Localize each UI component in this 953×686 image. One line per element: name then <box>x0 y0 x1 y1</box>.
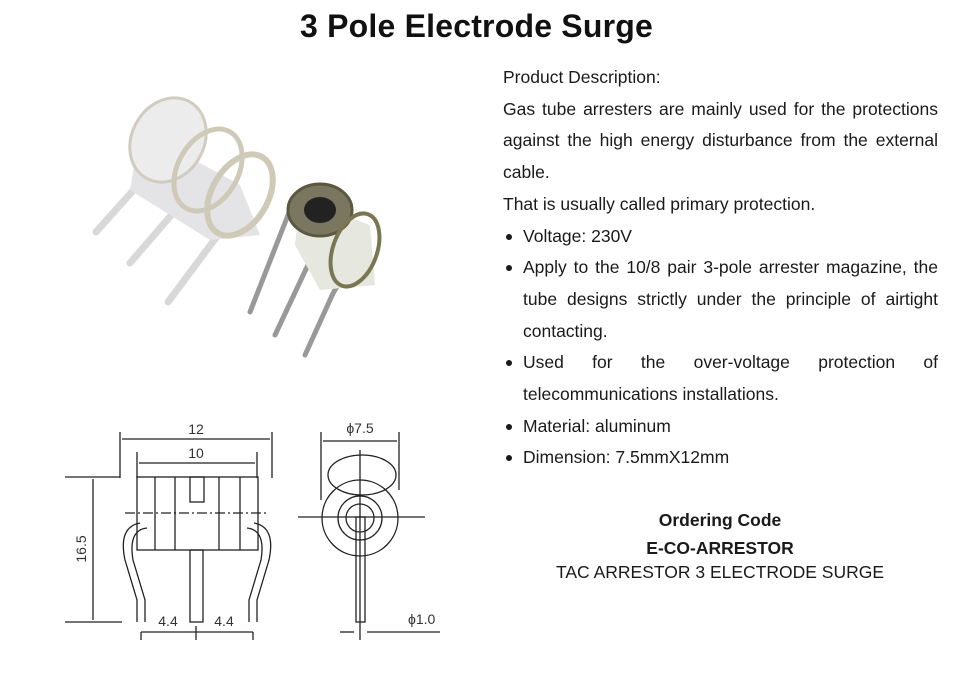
dim-length-total: 12 <box>188 421 204 437</box>
bullet-material: Material: aluminum <box>503 411 938 443</box>
ordering-name: TAC ARRESTOR 3 ELECTRODE SURGE <box>555 562 885 582</box>
arrester-white-photo <box>92 96 276 306</box>
description-heading: Product Description: <box>503 67 661 87</box>
dim-diameter: ϕ7.5 <box>346 420 374 436</box>
dim-pin-diameter: ϕ1.0 <box>408 611 436 627</box>
dim-length-body: 10 <box>188 445 204 461</box>
page-title: 3 Pole Electrode Surge <box>300 8 653 44</box>
description-paragraph: Gas tube arresters are mainly used for t… <box>503 98 938 183</box>
dim-height: 16.5 <box>73 535 89 562</box>
description-paragraph: That is usually called primary protectio… <box>503 193 816 214</box>
product-description: Product Description: Gas tube arresters … <box>503 62 938 474</box>
bullet-usage: Used for the over-voltage protection of … <box>503 347 938 410</box>
bullet-dimension: Dimension: 7.5mmX12mm <box>503 442 938 474</box>
dim-pitch-right: 4.4 <box>214 613 234 629</box>
ordering-info: Ordering Code E-CO-ARRESTOR TAC ARRESTOR… <box>520 505 920 584</box>
arrester-green-photo <box>247 182 382 358</box>
dim-pitch-left: 4.4 <box>158 613 178 629</box>
ordering-heading: Ordering Code <box>658 510 782 530</box>
bullet-application: Apply to the 10/8 pair 3-pole arrester m… <box>503 252 938 347</box>
dimension-drawing-side <box>65 432 273 640</box>
ordering-code: E-CO-ARRESTOR <box>646 538 794 558</box>
bullet-voltage: Voltage: 230V <box>503 221 938 253</box>
dimension-drawing-front <box>298 432 440 640</box>
